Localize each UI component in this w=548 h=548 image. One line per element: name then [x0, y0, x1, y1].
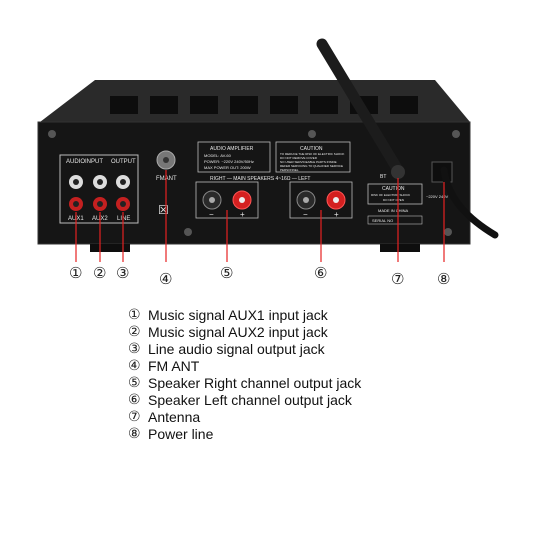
left-plus: + — [334, 210, 339, 219]
antenna-base — [391, 165, 405, 179]
legend-text: Antenna — [148, 408, 201, 425]
legend-item: ① Music signal AUX1 input jack — [128, 306, 448, 323]
rca-jacks — [69, 175, 130, 211]
legend-text: Speaker Right channel output jack — [148, 374, 362, 391]
legend-number: ⑤ — [128, 374, 141, 391]
caution-line-5: PERSONNEL — [280, 168, 299, 172]
speaker-terminals — [202, 190, 346, 210]
legend-text: Music signal AUX1 input jack — [148, 306, 328, 323]
legend-item: ③ Line audio signal output jack — [128, 340, 448, 357]
callout-3: ③ — [116, 264, 129, 282]
legend-text: Music signal AUX2 input jack — [148, 323, 328, 340]
callout-5: ⑤ — [220, 264, 233, 282]
speakers-label: RIGHT — MAIN SPEAKERS 4~16Ω — LEFT — [210, 176, 310, 182]
audio-input-label: AUDIOINPUT — [66, 159, 103, 165]
screw — [452, 130, 460, 138]
legend-text: Power line — [148, 425, 214, 442]
legend-item: ⑧ Power line — [128, 425, 448, 442]
io-section-frame — [59, 154, 139, 224]
serial-box — [367, 215, 423, 225]
nameplate-power: POWER: ~220V 240V/50Hz — [204, 159, 254, 164]
right-minus: − — [209, 210, 214, 219]
line-label: LINE — [117, 216, 130, 222]
legend-number: ③ — [128, 340, 141, 357]
legend-number: ⑥ — [128, 391, 141, 408]
caution-box — [275, 141, 351, 173]
callout-lines — [75, 170, 445, 262]
bt-label: BT — [380, 174, 386, 180]
caution-line-2: DO NOT REMOVE COVER — [280, 156, 318, 160]
output-label: OUTPUT — [111, 159, 136, 165]
power-line-cable — [440, 166, 499, 239]
caution-line-4: REFER SERVICING TO QUALIFIED SERVICE — [280, 164, 343, 168]
legend-item: ⑥ Speaker Left channel output jack — [128, 391, 448, 408]
right-plus: + — [240, 210, 245, 219]
fm-ant-pin — [163, 157, 169, 163]
legend-item: ⑤ Speaker Right channel output jack — [128, 374, 448, 391]
legend-item: ② Music signal AUX2 input jack — [128, 323, 448, 340]
made-in: MADE IN CHINA — [378, 208, 409, 213]
antenna — [316, 38, 404, 176]
power-rating: ~220V 240V — [426, 194, 448, 199]
screw — [48, 130, 56, 138]
nameplate-max: MAX POWER OUT: 200W — [204, 165, 251, 170]
legend-number: ① — [128, 306, 141, 323]
legend-text: Speaker Left channel output jack — [148, 391, 352, 408]
nameplate — [197, 141, 271, 173]
callout-1: ① — [69, 264, 82, 282]
nameplate-title: AUDIO AMPLIFIER — [210, 146, 254, 152]
foot-right — [380, 244, 420, 252]
callout-7: ⑦ — [391, 270, 404, 288]
weee-icon: ☒ — [158, 203, 169, 217]
legend-number: ② — [128, 323, 141, 340]
callout-6: ⑥ — [314, 264, 327, 282]
caution2-title: CAUTION — [382, 186, 405, 192]
legend: ① Music signal AUX1 input jack ② Music sig… — [128, 306, 448, 442]
legend-item: ④ FM ANT — [128, 357, 448, 374]
caution-line-1: TO REDUCE THE RISK OF ELECTRIC SHOCK — [280, 152, 344, 156]
caution2-line1: RISK OF ELECTRIC SHOCK — [371, 193, 410, 197]
caution-title: CAUTION — [300, 146, 323, 152]
nameplate-model: MODEL: AV-60 — [204, 153, 232, 158]
legend-number: ⑧ — [128, 425, 141, 442]
screw — [308, 130, 316, 138]
callout-8: ⑧ — [437, 270, 450, 288]
caution2-box — [367, 183, 423, 205]
caution-line-3: NO USER SERVICEABLE PARTS INSIDE — [280, 160, 337, 164]
screw — [444, 228, 452, 236]
serial-label: SERIAL NO — [372, 218, 393, 223]
legend-text: FM ANT — [148, 357, 200, 374]
foot-left — [90, 244, 130, 252]
legend-number: ⑦ — [128, 408, 141, 425]
legend-text: Line audio signal output jack — [148, 340, 325, 357]
legend-item: ⑦ Antenna — [128, 408, 448, 425]
legend-number: ④ — [128, 357, 141, 374]
left-minus: − — [303, 210, 308, 219]
callout-4: ④ — [159, 270, 172, 288]
caution2-line2: DO NOT OPEN — [383, 198, 404, 202]
screw — [184, 228, 192, 236]
callout-2: ② — [93, 264, 106, 282]
